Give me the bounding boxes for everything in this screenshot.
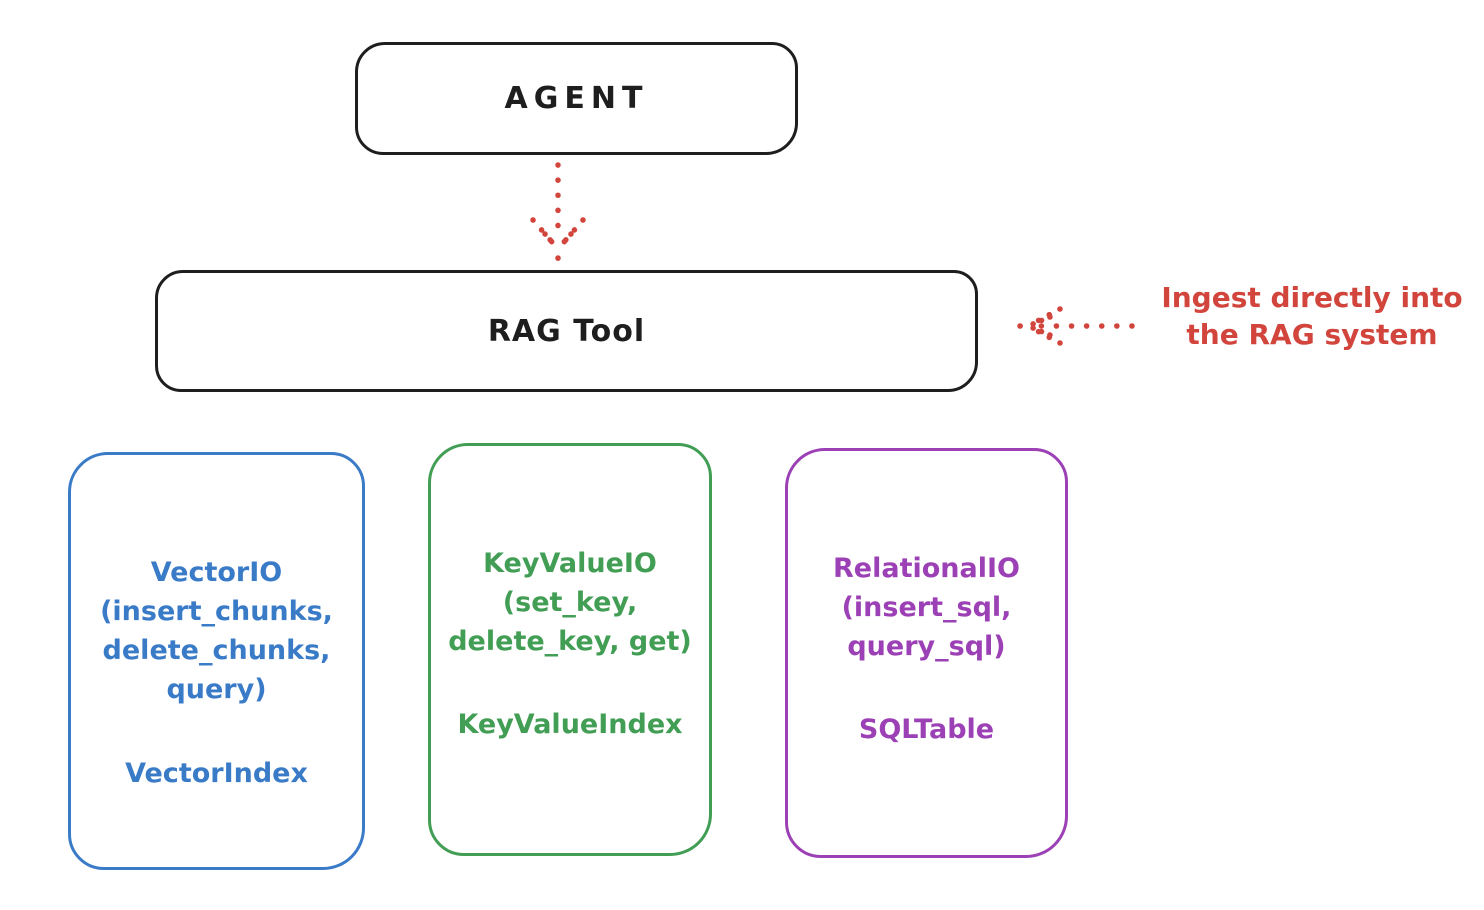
keyvalue-io-title-line: delete_key, get) xyxy=(448,626,692,658)
relational-io-text: RelationalIO (insert_sql, query_sql) SQL… xyxy=(788,549,1065,750)
keyvalue-io-title-line: KeyValueIO xyxy=(483,548,657,579)
keyvalue-index-label: KeyValueIndex xyxy=(457,709,683,741)
agent-label: AGENT xyxy=(504,81,649,116)
relational-io-title-line: RelationalIO xyxy=(833,553,1020,584)
agent-box: AGENT xyxy=(355,42,798,155)
relational-io-title-line: (insert_sql, xyxy=(841,592,1012,624)
keyvalue-io-text: KeyValueIO (set_key, delete_key, get) Ke… xyxy=(431,544,709,745)
dotted-left-arrow-icon xyxy=(1017,306,1135,346)
vector-io-title-line: query) xyxy=(166,674,267,706)
relational-io-box: RelationalIO (insert_sql, query_sql) SQL… xyxy=(785,448,1068,858)
relational-io-title-line: query_sql) xyxy=(847,631,1006,663)
keyvalue-io-box: KeyValueIO (set_key, delete_key, get) Ke… xyxy=(428,443,712,856)
ingest-annotation: Ingest directly into the RAG system xyxy=(1140,280,1484,354)
dotted-down-arrow-icon xyxy=(530,162,586,261)
vector-index-label: VectorIndex xyxy=(125,757,308,789)
vector-io-box: VectorIO (insert_chunks, delete_chunks, … xyxy=(68,452,365,870)
ingest-annotation-line: the RAG system xyxy=(1186,317,1438,351)
rag-tool-box: RAG Tool xyxy=(155,270,978,392)
vector-io-title-line: VectorIO xyxy=(150,557,283,588)
rag-tool-label: RAG Tool xyxy=(487,313,646,349)
keyvalue-io-title-line: (set_key, xyxy=(502,587,638,619)
sql-table-label: SQLTable xyxy=(858,714,995,746)
ingest-annotation-line: Ingest directly into xyxy=(1161,281,1463,314)
vector-io-text: VectorIO (insert_chunks, delete_chunks, … xyxy=(71,553,362,793)
vector-io-title-line: delete_chunks, xyxy=(102,635,331,667)
vector-io-title-line: (insert_chunks, xyxy=(100,596,333,628)
